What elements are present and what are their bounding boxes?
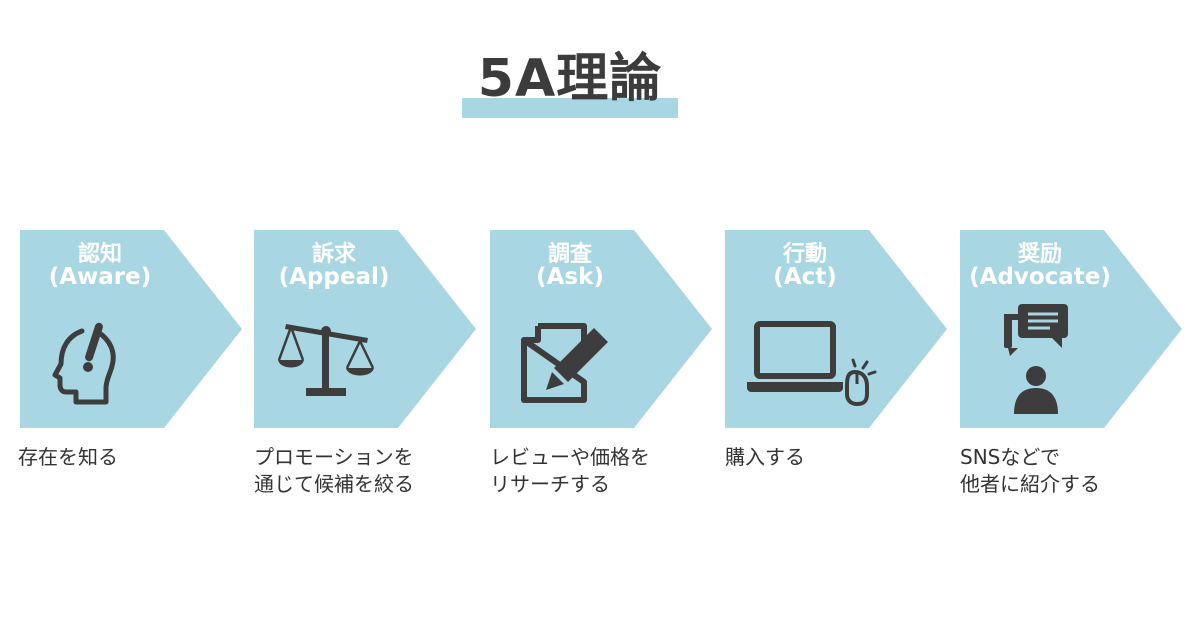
- step-advocate-description: SNSなどで 他者に紹介する: [960, 444, 1180, 498]
- step-label-en: (Advocate): [969, 264, 1111, 290]
- step-act: 行動 (Act): [725, 230, 947, 428]
- title-block: 5A理論: [462, 44, 678, 118]
- step-arrow-shape: [20, 230, 242, 428]
- description-line: SNSなどで: [960, 445, 1060, 469]
- step-label-jp: 行動: [782, 242, 827, 267]
- step-label-en: (Aware): [48, 264, 152, 290]
- description-line: プロモーションを: [254, 445, 414, 469]
- document-pencil-icon: [521, 323, 608, 403]
- description-line: 購入する: [725, 445, 805, 469]
- step-label-jp: 調査: [547, 242, 592, 267]
- step-label-en: (Appeal): [278, 264, 390, 290]
- step-aware-description: 存在を知る: [18, 444, 238, 471]
- head-idea-icon: [52, 322, 116, 405]
- description-line: 存在を知る: [18, 445, 118, 469]
- description-line: リサーチする: [490, 472, 610, 496]
- step-ask-description: レビューや価格を リサーチする: [490, 444, 710, 498]
- person-speech-icon: [1004, 304, 1068, 414]
- page-title: 5A理論: [477, 49, 663, 109]
- step-act-description: 購入する: [725, 444, 945, 471]
- step-label-en: (Ask): [536, 264, 604, 290]
- balance-scale-icon: [277, 324, 375, 396]
- step-aware: 認知 (Aware): [20, 230, 242, 428]
- step-advocate: 奨励 (Advocate): [960, 230, 1182, 428]
- step-appeal-description: プロモーションを 通じて候補を絞る: [254, 444, 474, 498]
- step-label-jp: 認知: [77, 242, 122, 267]
- step-ask: 調査 (Ask): [490, 230, 712, 428]
- title-highlight: [462, 98, 678, 118]
- description-line: 通じて候補を絞る: [254, 472, 414, 496]
- step-appeal: 訴求 (Appeal): [254, 230, 476, 428]
- step-arrow-shape: [254, 230, 476, 428]
- step-label-jp: 訴求: [311, 242, 356, 267]
- step-arrow-shape: [960, 230, 1182, 428]
- step-arrow-shape: [490, 230, 712, 428]
- step-label-jp: 奨励: [1017, 242, 1062, 267]
- laptop-mouse-icon: [747, 321, 877, 406]
- step-label-en: (Act): [773, 264, 837, 290]
- description-line: レビューや価格を: [490, 445, 650, 469]
- description-line: 他者に紹介する: [960, 472, 1100, 496]
